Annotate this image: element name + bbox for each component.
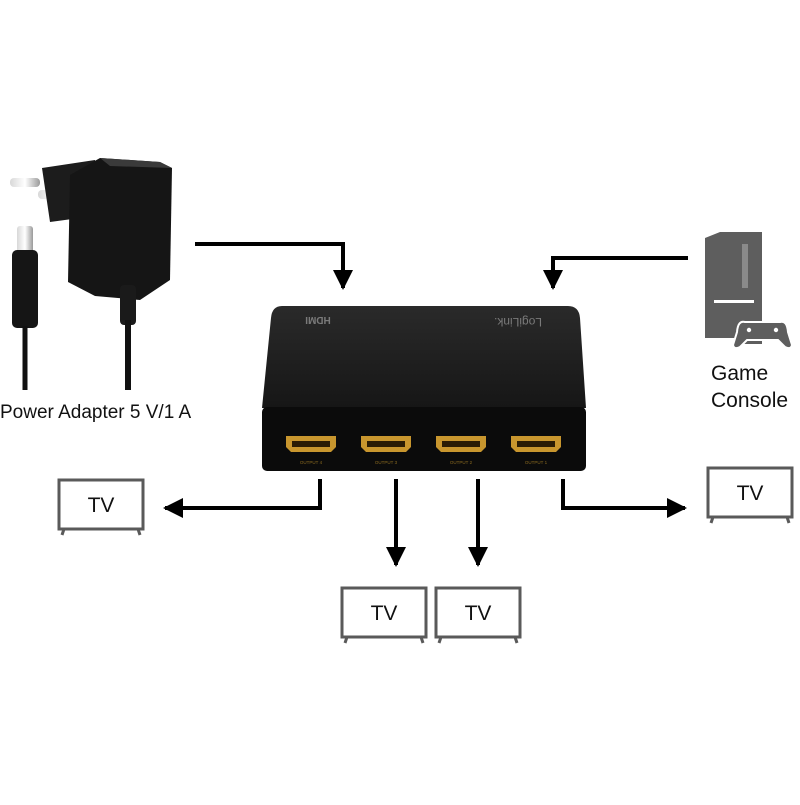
connection-arrows	[163, 242, 688, 567]
tv-label: TV	[88, 494, 115, 517]
plug-prong-upper	[10, 178, 40, 187]
game-console-label-line1: Game	[711, 362, 769, 385]
hdmi-port-4: OUTPUT 4	[286, 436, 336, 465]
hdmi-splitter: HDMI LogiLink. OUTPUT 4 OUTPUT 3 OUTPUT …	[262, 306, 586, 471]
tv-bottom-left: TV	[340, 586, 428, 644]
controller-icon	[731, 320, 794, 350]
hdmi-port-3: OUTPUT 3	[361, 436, 411, 465]
arrow-console-to-splitter	[543, 256, 688, 290]
splitter-front	[262, 407, 586, 471]
port-label: OUTPUT 1	[525, 460, 548, 465]
arrow-power-to-splitter	[195, 242, 353, 290]
hdmi-port-2: OUTPUT 2	[436, 436, 486, 465]
game-console-label: Game Console	[711, 360, 788, 414]
arrow-output-1	[561, 479, 687, 518]
tv-bottom-right: TV	[434, 586, 522, 644]
tv-label: TV	[737, 482, 764, 505]
adapter-body	[68, 158, 172, 300]
dc-barrel-tip	[17, 226, 33, 254]
hdmi-port-1: OUTPUT 1	[511, 436, 561, 465]
splitter-top	[262, 306, 586, 408]
tv-left: TV	[57, 478, 145, 536]
arrow-output-4	[163, 479, 322, 518]
tv-label: TV	[371, 602, 398, 625]
hdmi-logo: HDMI	[305, 314, 331, 325]
power-adapter-label: Power Adapter 5 V/1 A	[0, 402, 192, 423]
power-adapter	[10, 158, 172, 390]
port-label: OUTPUT 3	[375, 460, 398, 465]
brand-logo: LogiLink.	[494, 315, 542, 329]
cable-strain-relief	[120, 285, 136, 325]
tv-label: TV	[465, 602, 492, 625]
game-console-icon	[705, 232, 794, 350]
game-console-label-line2: Console	[711, 389, 789, 412]
tv-right: TV	[706, 466, 794, 524]
port-label: OUTPUT 2	[450, 460, 473, 465]
port-label: OUTPUT 4	[300, 460, 323, 465]
dc-connector	[12, 250, 38, 328]
